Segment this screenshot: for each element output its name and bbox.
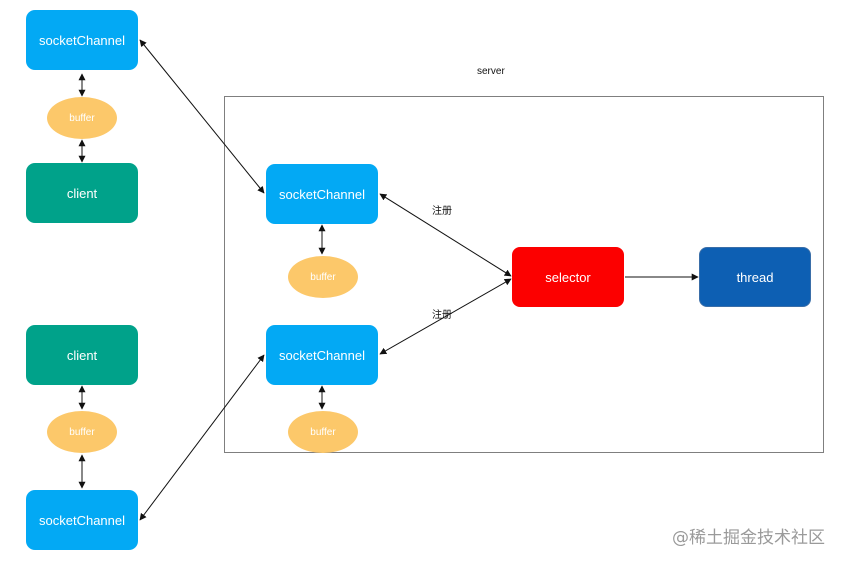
thread-node: thread — [699, 247, 811, 307]
server-socketchannel2-node: socketChannel — [266, 325, 378, 385]
server-boundary — [224, 96, 824, 453]
server-buffer1-node: buffer — [288, 256, 358, 298]
arrow-c1channel-serverchannel1 — [139, 39, 265, 194]
watermark: @稀土掘金技术社区 — [672, 528, 825, 548]
client2-socketchannel-node: socketChannel — [26, 490, 138, 550]
server-label: server — [477, 66, 505, 77]
register-label-top: 注册 — [432, 206, 452, 217]
arrow-c2channel-serverchannel2 — [139, 354, 265, 521]
register-label-bottom: 注册 — [432, 310, 452, 321]
client1-socketchannel-node: socketChannel — [26, 10, 138, 70]
arrow-sc2-selector — [379, 278, 512, 355]
selector-node: selector — [512, 247, 624, 307]
arrow-sc1-selector — [379, 193, 512, 277]
client2-node: client — [26, 325, 138, 385]
server-socketchannel1-node: socketChannel — [266, 164, 378, 224]
client2-buffer-node: buffer — [47, 411, 117, 453]
client1-buffer-node: buffer — [47, 97, 117, 139]
server-buffer2-node: buffer — [288, 411, 358, 453]
client1-node: client — [26, 163, 138, 223]
